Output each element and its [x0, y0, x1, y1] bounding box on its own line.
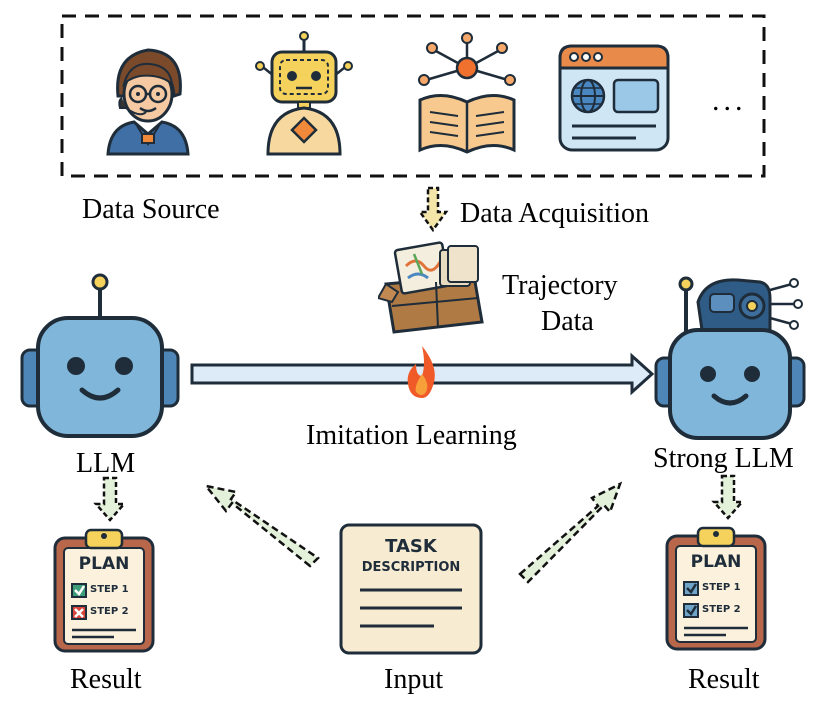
task-card-icon [339, 523, 483, 655]
data-source-label: Data Source [82, 194, 220, 225]
result-plan-left: PLAN STEP 1 STEP 2 [52, 524, 156, 654]
input-label: Input [384, 664, 444, 695]
imitation-learning-label: Imitation Learning [306, 420, 517, 451]
data-source-frame [60, 14, 766, 178]
plan-left-title: PLAN [78, 554, 130, 574]
plan-left-step2: STEP 2 [90, 606, 129, 617]
result-left-label: Result [70, 664, 142, 695]
task-card-line1: TASK [385, 536, 437, 557]
llm-label: LLM [76, 448, 136, 479]
knowledge-book-icon [418, 32, 516, 154]
data-acquisition-arrow [417, 186, 449, 233]
strong-llm-to-result-arrow [711, 474, 745, 520]
llm-robot-icon [20, 273, 180, 438]
trajectory-data-chest-icon [378, 241, 484, 334]
trajectory-data-label-line1: Trajectory [502, 270, 618, 301]
clipboard-left-icon [53, 528, 155, 653]
clipboard-right-icon [665, 526, 767, 651]
robot-agent-icon [255, 31, 353, 156]
input-to-llm-arrow [202, 484, 320, 568]
human-annotator-icon [106, 48, 190, 156]
more-sources-ellipsis: ... [712, 84, 747, 117]
web-page-icon [558, 44, 670, 152]
task-card-line2: DESCRIPTION [361, 560, 461, 575]
strong-llm-label: Strong LLM [653, 443, 794, 474]
plan-right-step2: STEP 2 [702, 604, 741, 615]
plan-right-step1: STEP 1 [702, 582, 741, 593]
flame-icon [407, 346, 435, 398]
data-acquisition-label: Data Acquisition [460, 198, 649, 229]
result-right-label: Result [688, 664, 760, 695]
plan-right-title: PLAN [690, 552, 742, 572]
task-description-card: TASK DESCRIPTION [338, 522, 484, 656]
strong-llm-robot-icon [654, 276, 806, 440]
input-to-strong-llm-arrow [518, 481, 623, 584]
plan-left-step1: STEP 1 [90, 584, 129, 595]
trajectory-data-label-line2: Data [541, 306, 594, 337]
result-plan-right: PLAN STEP 1 STEP 2 [664, 522, 768, 652]
llm-to-result-arrow [93, 476, 127, 522]
